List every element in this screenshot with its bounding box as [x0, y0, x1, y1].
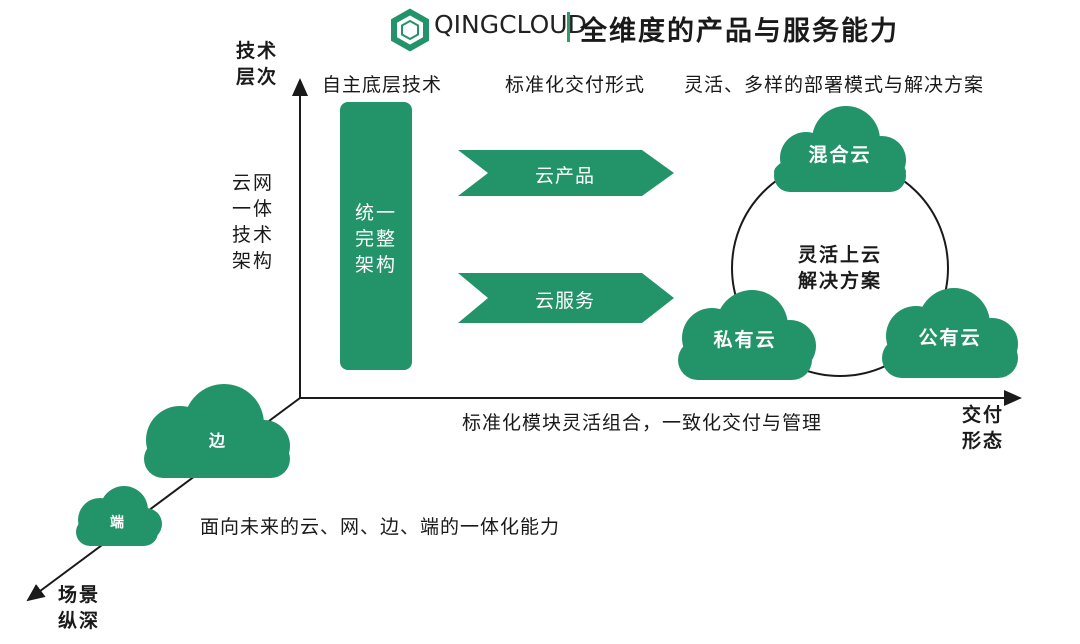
unified-box-text: 统一 完整 架构: [340, 200, 412, 278]
cloud-service-label: 云服务: [534, 290, 595, 312]
unified-line1: 统一: [354, 202, 397, 224]
y-axis-label: 技术 层次: [236, 38, 278, 90]
label-standard-delivery: 标准化交付形式: [505, 74, 646, 96]
product-chevron: [458, 150, 674, 196]
hybrid-cloud-label: 混合云: [808, 144, 872, 166]
public-cloud-shape: [882, 288, 1018, 378]
depth-caption: 面向未来的云、网、边、端的一体化能力: [200, 516, 561, 538]
edge-cloud-shape: [144, 384, 290, 478]
y-axis-label-line1: 技术: [236, 40, 279, 62]
x-axis-label: 交付 形态: [962, 402, 1004, 454]
flexible-solution-text: 灵活上云 解决方案: [780, 242, 900, 294]
brand-name: QINGCLOUD: [434, 10, 587, 39]
z-axis-label: 场景 纵深: [58, 582, 100, 634]
service-chevron: [458, 273, 674, 323]
end-cloud-shape: [76, 486, 162, 546]
cloud-product-label: 云产品: [534, 165, 595, 187]
private-cloud-shape: [678, 290, 816, 380]
x-axis-caption: 标准化模块灵活组合，一致化交付与管理: [462, 412, 823, 434]
label-own-tech: 自主底层技术: [322, 74, 443, 96]
z-axis-label-line1: 场景: [58, 584, 101, 606]
unified-architecture-box: [340, 102, 412, 370]
edge-cloud-label: 边: [208, 431, 227, 450]
y-axis-label-line2: 层次: [236, 66, 279, 88]
page-title: 全维度的产品与服务能力: [580, 16, 899, 47]
unified-line3: 架构: [354, 254, 397, 276]
left-label-line4: 架构: [232, 250, 275, 272]
qingcloud-logo-icon: [391, 8, 429, 52]
cloud-network-architecture-label: 云网 一体 技术 架构: [232, 170, 274, 274]
end-cloud-label: 端: [110, 515, 126, 531]
label-deployment-modes: 灵活、多样的部署模式与解决方案: [684, 74, 985, 96]
left-label-line1: 云网: [232, 172, 275, 194]
x-axis-label-line2: 形态: [962, 430, 1005, 452]
x-axis-label-line1: 交付: [962, 404, 1005, 426]
solution-line2: 解决方案: [797, 270, 882, 292]
public-cloud-label: 公有云: [918, 327, 982, 349]
left-label-line2: 一体: [232, 198, 275, 220]
left-label-line3: 技术: [232, 224, 275, 246]
hybrid-cloud-shape: [774, 106, 906, 192]
header-divider: [567, 12, 570, 42]
private-cloud-label: 私有云: [713, 329, 777, 351]
z-axis-label-line2: 纵深: [58, 610, 101, 632]
solution-line1: 灵活上云: [797, 244, 882, 266]
unified-line2: 完整: [354, 228, 397, 250]
